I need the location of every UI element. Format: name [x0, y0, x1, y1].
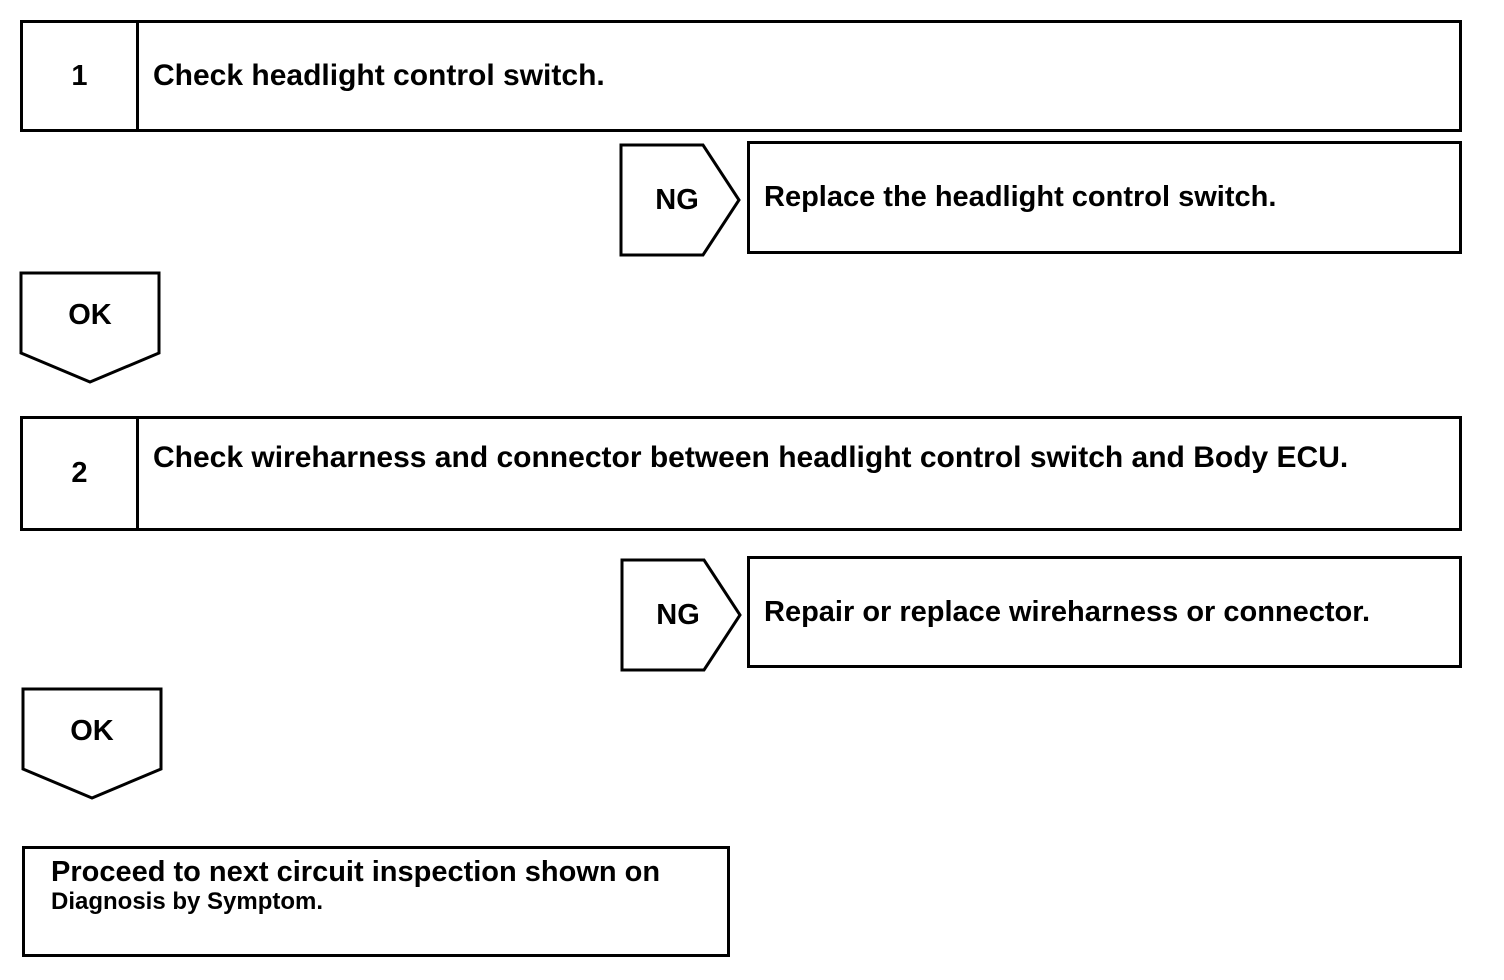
final-instruction-box: Proceed to next circuit inspection shown…: [22, 846, 730, 957]
step-1-ng-action-text: Replace the headlight control switch.: [764, 181, 1277, 213]
step-2-ng-action-box: [747, 556, 1462, 668]
step-1-ok-label: OK: [68, 298, 112, 331]
step-1-text: Check headlight control switch.: [153, 59, 605, 92]
step-1-ng-label: NG: [655, 183, 699, 216]
step-2-ok-label: OK: [70, 714, 114, 747]
step-1-ng-arrow: [619, 143, 741, 257]
step-1-number: 1: [23, 23, 139, 129]
step-2-ng-arrow: [620, 558, 742, 672]
step-2-ng-action-text: Repair or replace wireharness or connect…: [764, 595, 1371, 628]
step-1-box: 1 Check headlight control switch.: [20, 20, 1462, 132]
step-1-ok-chevron: [19, 271, 161, 384]
step-2-text: Check wireharness and connector between …: [153, 441, 1349, 474]
step-1-ng-action-box: [747, 141, 1462, 254]
final-instruction-line-1: Proceed to next circuit inspection shown…: [51, 856, 661, 888]
step-2-ok-chevron: [21, 687, 163, 800]
final-instruction-line-2: Diagnosis by Symptom.: [51, 888, 324, 915]
step-2-box: 2 Check wireharness and connector betwee…: [20, 416, 1462, 531]
step-2-number: 2: [23, 419, 139, 528]
step-2-ng-label: NG: [656, 598, 700, 631]
